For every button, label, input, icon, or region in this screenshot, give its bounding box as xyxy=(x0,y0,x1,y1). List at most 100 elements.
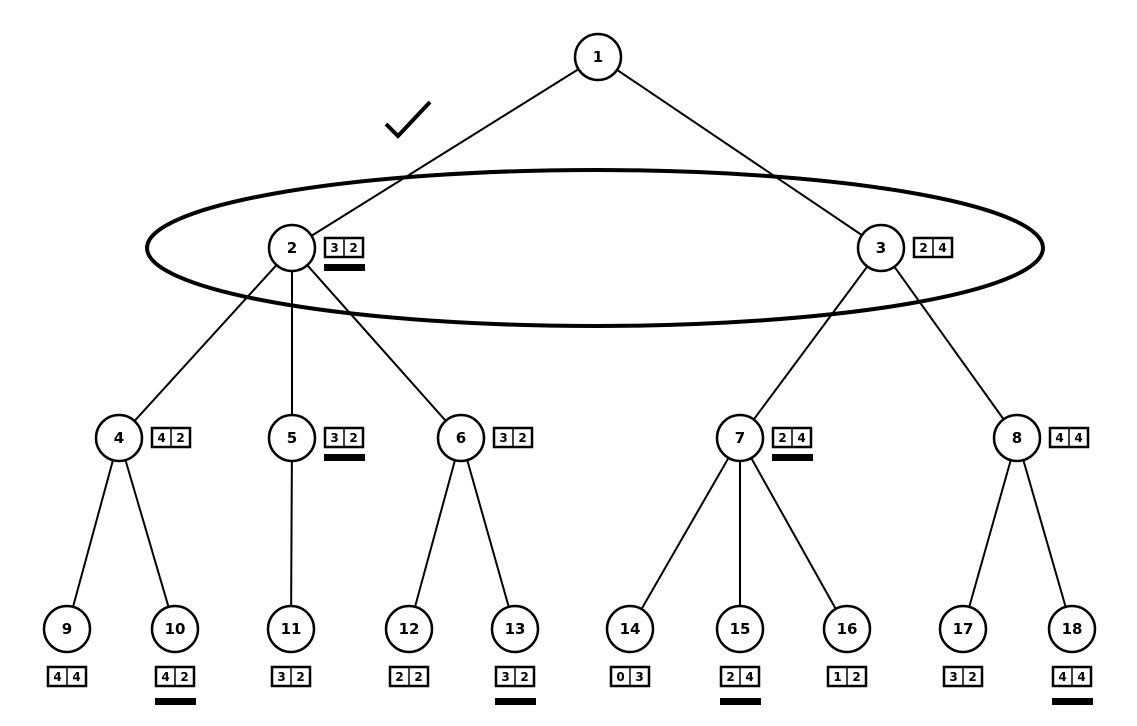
node-label: 1 xyxy=(593,48,603,66)
node-label: 15 xyxy=(730,620,751,638)
underline-bar xyxy=(772,454,813,461)
value-2: 3 xyxy=(635,670,643,684)
edge-4-9 xyxy=(66,437,120,630)
node-circle xyxy=(436,413,486,463)
node-label: 17 xyxy=(953,620,974,638)
edge-3-7 xyxy=(739,247,882,439)
underline-bar xyxy=(1052,698,1093,705)
node-label: 4 xyxy=(114,429,124,447)
node-circle xyxy=(42,604,92,654)
edge-2-6 xyxy=(291,247,462,439)
value-1: 1 xyxy=(833,670,841,684)
value-1: 3 xyxy=(949,670,957,684)
tree-node-1: 1 xyxy=(573,32,623,82)
edge-8-17 xyxy=(962,437,1018,630)
value-1: 3 xyxy=(330,431,338,445)
value-2: 2 xyxy=(176,431,184,445)
underline-bar xyxy=(324,264,365,271)
node-label: 16 xyxy=(837,620,858,638)
value-2: 2 xyxy=(349,431,357,445)
level-highlight-ellipse xyxy=(145,168,1045,328)
underline-bar xyxy=(495,698,536,705)
node-label: 12 xyxy=(399,620,420,638)
value-1: 3 xyxy=(330,241,338,255)
value-2: 2 xyxy=(520,670,528,684)
underline-bar xyxy=(155,698,196,705)
edge-2-4 xyxy=(118,247,293,439)
edge-8-18 xyxy=(1016,437,1073,630)
value-2: 4 xyxy=(72,670,80,684)
node-circle xyxy=(150,604,200,654)
node-circle xyxy=(267,223,317,273)
value-1: 2 xyxy=(726,670,734,684)
value-2: 4 xyxy=(1077,670,1085,684)
value-2: 2 xyxy=(852,670,860,684)
node-label: 11 xyxy=(281,620,302,638)
value-2: 4 xyxy=(1074,431,1082,445)
node-label: 18 xyxy=(1062,620,1083,638)
node-circle xyxy=(384,604,434,654)
node-label: 5 xyxy=(287,429,297,447)
node-label: 2 xyxy=(287,239,297,257)
value-1: 4 xyxy=(161,670,169,684)
node-circle xyxy=(266,604,316,654)
node-circle xyxy=(992,413,1042,463)
value-2: 4 xyxy=(938,241,946,255)
value-1: 4 xyxy=(53,670,61,684)
edge-4-10 xyxy=(118,437,176,630)
node-label: 10 xyxy=(165,620,186,638)
value-2: 2 xyxy=(296,670,304,684)
value-1: 2 xyxy=(919,241,927,255)
value-1: 2 xyxy=(395,670,403,684)
value-1: 3 xyxy=(499,431,507,445)
value-1: 4 xyxy=(157,431,165,445)
value-1: 3 xyxy=(277,670,285,684)
node-circle xyxy=(94,413,144,463)
node-label: 14 xyxy=(620,620,641,638)
edges xyxy=(66,56,1073,630)
edge-6-13 xyxy=(460,437,516,630)
node-circle xyxy=(267,413,317,463)
node-label: 7 xyxy=(735,429,745,447)
value-2: 2 xyxy=(414,670,422,684)
edge-1-2 xyxy=(291,56,599,249)
underline-bar xyxy=(720,698,761,705)
value-1: 3 xyxy=(501,670,509,684)
value-2: 2 xyxy=(518,431,526,445)
edge-3-8 xyxy=(880,247,1018,439)
node-label: 3 xyxy=(876,239,886,257)
value-2: 2 xyxy=(349,241,357,255)
value-2: 4 xyxy=(745,670,753,684)
edge-5-11 xyxy=(290,437,293,630)
value-1: 0 xyxy=(616,670,624,684)
value-2: 2 xyxy=(180,670,188,684)
edge-7-14 xyxy=(629,437,741,630)
underline-bar xyxy=(324,454,365,461)
node-label: 6 xyxy=(456,429,466,447)
value-2: 2 xyxy=(968,670,976,684)
